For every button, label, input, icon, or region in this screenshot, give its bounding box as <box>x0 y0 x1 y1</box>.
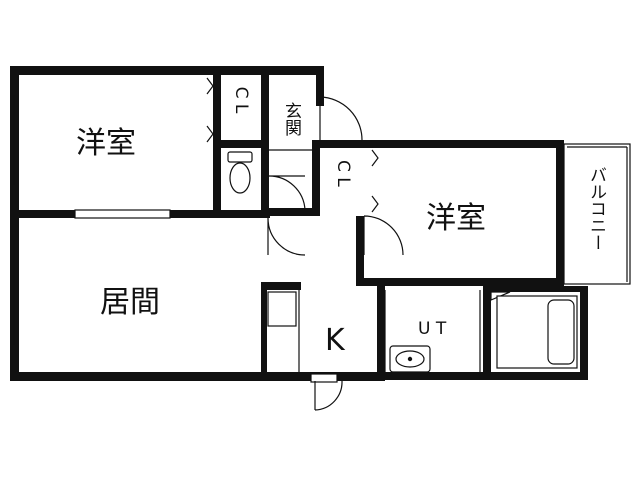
western-room-right-label: 洋室 <box>426 201 486 236</box>
closet-door-marks <box>206 77 379 213</box>
doors <box>267 96 511 411</box>
closet-left-label: C L <box>231 87 251 114</box>
entrance-label: 玄関 <box>281 102 301 136</box>
toilet-icon <box>227 151 253 194</box>
bathtub-icon <box>496 295 578 369</box>
walls <box>10 66 588 381</box>
kitchen-label: K <box>325 323 346 358</box>
thin-lines <box>13 95 631 383</box>
living-room-label: 居間 <box>100 285 160 320</box>
western-room-left-label: 洋室 <box>76 126 136 161</box>
balcony-label: バルコニー <box>586 166 606 251</box>
utility-label: U T <box>418 319 447 339</box>
washbasin-icon <box>389 345 431 373</box>
closet-center-label: C L <box>333 160 353 187</box>
